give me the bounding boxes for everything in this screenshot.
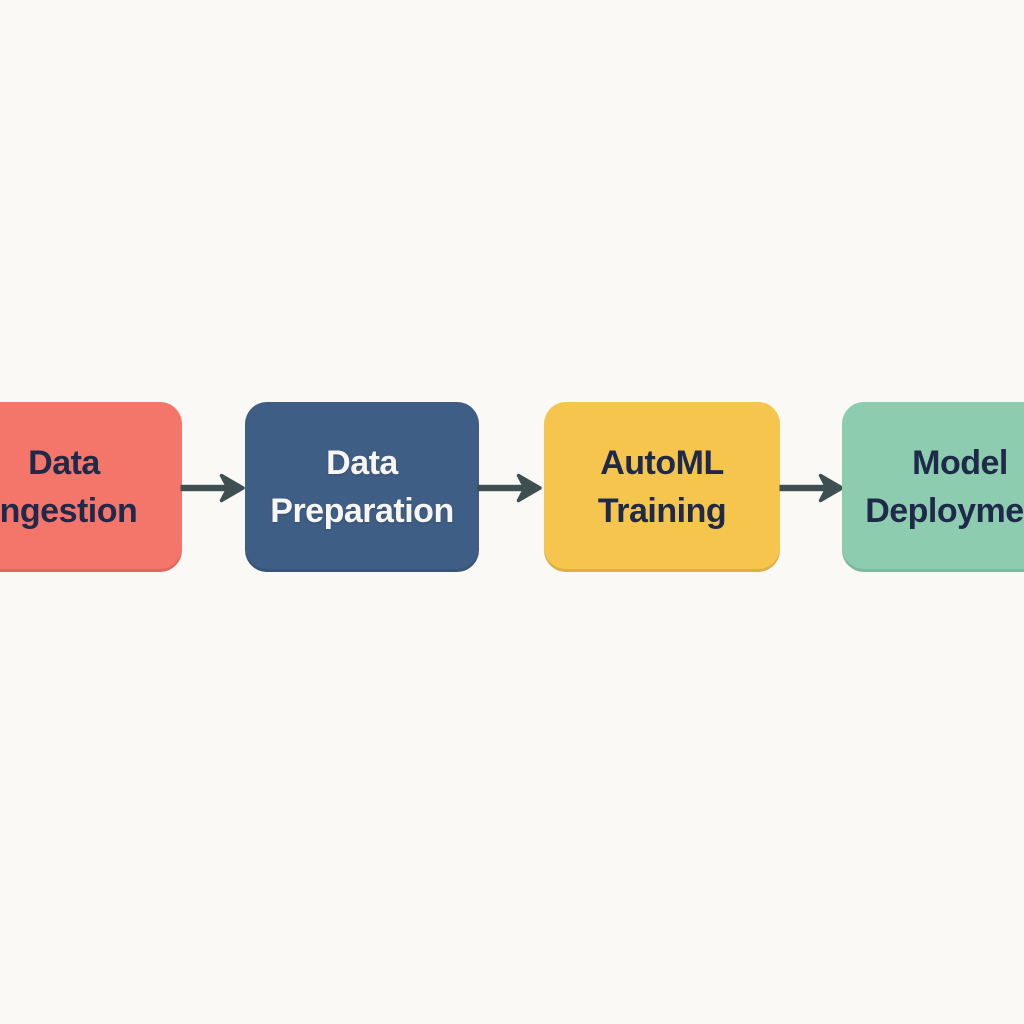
arrow-right-icon (477, 473, 542, 503)
node-label: Data Preparation (270, 444, 454, 530)
node-label: AutoML Training (597, 444, 727, 530)
arrow-right-icon (779, 473, 844, 503)
flow-node-automl-training: AutoML Training (544, 402, 780, 572)
node-label: Data Ingestion (0, 444, 138, 530)
node-label: Model Deployment (865, 444, 1024, 530)
flow-node-data-preparation: Data Preparation (245, 402, 479, 572)
flow-node-model-deployment: Model Deployment (842, 402, 1024, 572)
flow-node-data-ingestion: Data Ingestion (0, 402, 182, 572)
arrow-right-icon (180, 473, 245, 503)
